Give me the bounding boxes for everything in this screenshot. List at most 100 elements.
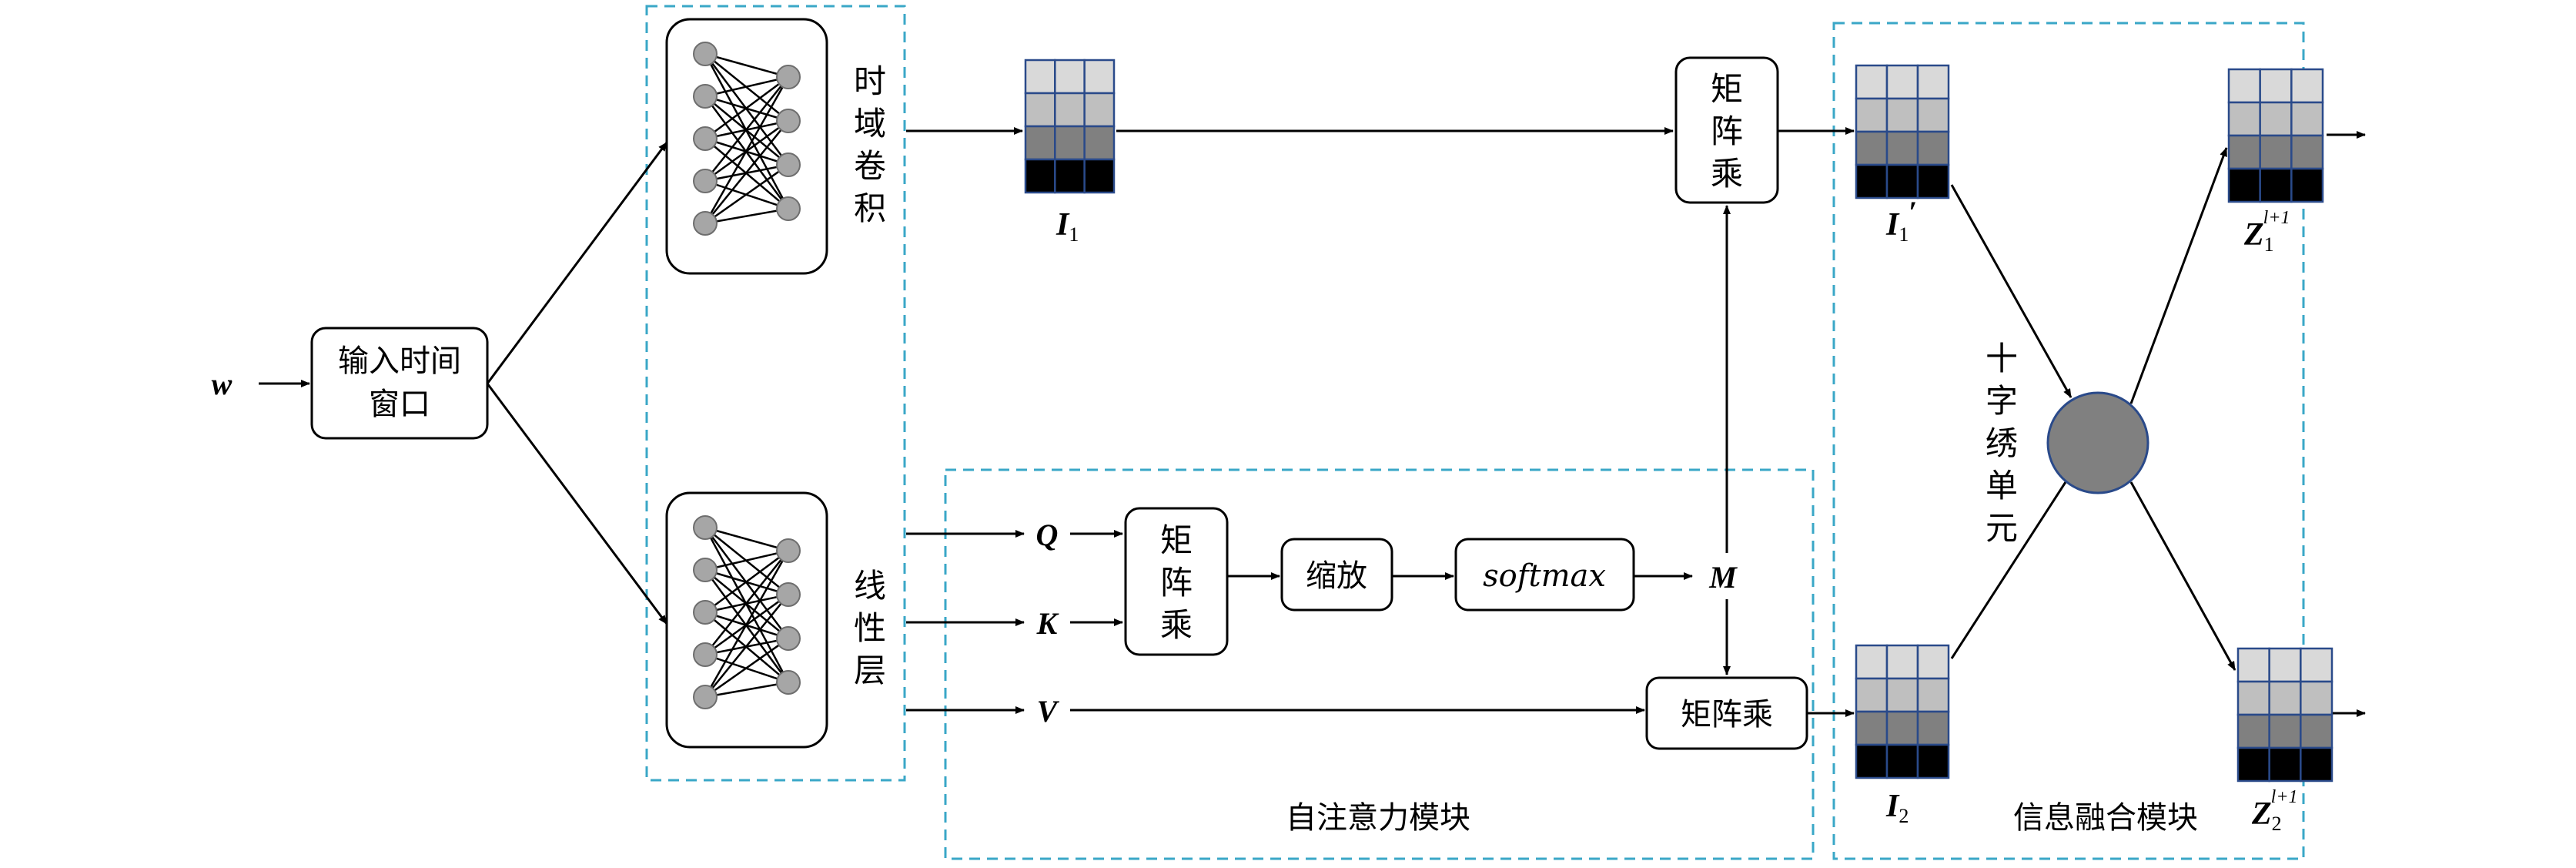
- cross-stitch-char: 绣: [1986, 424, 2018, 462]
- grid-cell: [1916, 644, 1950, 680]
- grid-cell: [2236, 680, 2270, 716]
- grid-cell: [1855, 130, 1889, 166]
- grid-cell: [2227, 134, 2261, 170]
- grid-cell: [2268, 680, 2302, 716]
- nn-node: [693, 84, 718, 109]
- nn-edge: [704, 526, 789, 552]
- linear-layer-net-box: [665, 491, 828, 749]
- arrow-fusion-to-z2: [2129, 481, 2236, 671]
- grid-cell: [1024, 59, 1056, 95]
- grid-cell: [1916, 97, 1950, 133]
- arrow-i1p-to-fusion: [1950, 184, 2073, 398]
- grid-cell: [1885, 743, 1919, 779]
- temporal-conv-net-box: [665, 18, 828, 275]
- nn-edge: [704, 163, 789, 225]
- grid-cell: [1855, 710, 1889, 746]
- grid-cell: [1024, 158, 1056, 194]
- label-i1p-sub: 1: [1899, 223, 1909, 246]
- nn-edge: [704, 549, 789, 614]
- label-z2: Z2 l+1: [2251, 787, 2298, 835]
- nn-node: [776, 538, 801, 563]
- nn-module-frame: [645, 5, 906, 782]
- nn-edge: [704, 594, 789, 698]
- grid-cell: [2300, 746, 2333, 783]
- grid-cell: [2290, 134, 2324, 170]
- nn-edge: [704, 550, 789, 655]
- label-z2-sub: 2: [2272, 813, 2282, 835]
- grid-cell: [1916, 163, 1950, 199]
- nn-node: [693, 642, 718, 667]
- grid-cell: [1855, 163, 1889, 199]
- nn-edge: [704, 120, 789, 224]
- label-z2-sup: l+1: [2271, 787, 2298, 807]
- label-q: Q: [1036, 518, 1059, 552]
- label-i2-base: I: [1885, 789, 1900, 824]
- grid-cell: [1855, 644, 1889, 680]
- label-i1-sub: 1: [1069, 223, 1079, 246]
- label-i1-prime: I1′: [1885, 195, 1918, 246]
- feature-grid-i1-prime: [1855, 64, 1950, 199]
- linear-layer-char: 层: [854, 652, 886, 689]
- label-i2-sub: 2: [1899, 805, 1909, 827]
- grid-cell: [2236, 647, 2270, 683]
- nn-node: [693, 169, 718, 193]
- grid-cell: [1855, 743, 1889, 779]
- arrow-i2-to-fusion: [1950, 471, 2074, 659]
- attention-module-frame: [944, 468, 1815, 860]
- grid-cell: [2259, 101, 2293, 137]
- nn-node: [776, 152, 801, 177]
- label-m: M: [1708, 560, 1738, 595]
- top-matmul-char: 乘: [1711, 155, 1743, 193]
- grid-cell: [2268, 746, 2302, 783]
- grid-cell: [2259, 167, 2293, 203]
- label-v: V: [1037, 694, 1060, 729]
- input-box-label-line1: 输入时间: [338, 344, 461, 379]
- nn-edge: [704, 681, 789, 699]
- nn-edge: [704, 75, 789, 140]
- softmax-box: [1454, 538, 1635, 612]
- nn-node: [693, 685, 718, 709]
- temporal-conv-network: [693, 42, 801, 236]
- attention-matmul-char: 乘: [1160, 606, 1193, 644]
- nn-node: [776, 626, 801, 651]
- grid-cell: [1916, 743, 1950, 779]
- attention-matmul-char: 阵: [1160, 564, 1193, 602]
- cross-stitch-unit-circle: [2046, 391, 2149, 494]
- linear-layer-char: 线: [854, 567, 886, 605]
- nn-node: [693, 211, 718, 236]
- grid-cell: [1083, 158, 1116, 194]
- grid-cell: [2300, 647, 2333, 683]
- grid-cell: [2290, 101, 2324, 137]
- input-box-label-line2: 窗口: [369, 387, 430, 422]
- feature-grid-z1: [2227, 68, 2324, 203]
- grid-cell: [2236, 746, 2270, 783]
- grid-cell: [2300, 713, 2333, 749]
- grid-cell: [2300, 680, 2333, 716]
- grid-cell: [1083, 125, 1116, 161]
- arrow-input-to-linear: [486, 383, 668, 625]
- fusion-module-label: 信息融合模块: [2013, 800, 2198, 836]
- temporal-conv-char: 域: [854, 105, 886, 142]
- input-var-w: w: [212, 367, 233, 401]
- nn-node: [693, 600, 718, 625]
- cross-stitch-label: 十 字 绣 单 元: [1986, 340, 2018, 547]
- label-i1: I1: [1055, 207, 1079, 246]
- grid-cell: [1083, 92, 1116, 128]
- label-z1: Z1l+1: [2243, 208, 2290, 256]
- grid-cell: [1054, 158, 1086, 194]
- grid-cell: [1054, 125, 1086, 161]
- cross-stitch-char: 单: [1986, 467, 2018, 504]
- nn-node: [693, 42, 718, 66]
- grid-cell: [1885, 710, 1919, 746]
- temporal-conv-char: 卷: [854, 147, 886, 185]
- fusion-module-frame: [1832, 22, 2305, 860]
- scale-box: [1280, 538, 1393, 612]
- feature-grid-z2: [2236, 647, 2333, 783]
- arrow-input-to-temporal: [486, 142, 668, 384]
- temporal-conv-char: 积: [854, 189, 886, 227]
- nn-node: [693, 558, 718, 582]
- nn-node: [693, 126, 718, 151]
- label-z1-base: Z: [2243, 217, 2264, 253]
- label-z2-base: Z: [2251, 796, 2272, 832]
